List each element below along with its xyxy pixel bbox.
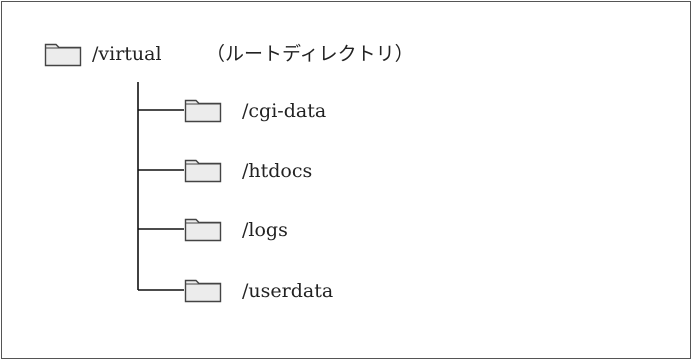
root-directory-note: （ルートディレクトリ） (206, 43, 414, 65)
folder-userdata-icon (184, 277, 222, 303)
folder-logs-icon (184, 216, 222, 242)
folder-cgi-data-icon (184, 97, 222, 123)
root-folder-label: /virtual (92, 43, 162, 65)
folder-htdocs-icon (184, 157, 222, 183)
folder-htdocs-label: /htdocs (242, 160, 313, 182)
folder-logs-label: /logs (242, 219, 288, 241)
folder-cgi-data-label: /cgi-data (242, 100, 327, 122)
root-folder-icon (44, 41, 82, 67)
folder-userdata-label: /userdata (242, 280, 334, 302)
